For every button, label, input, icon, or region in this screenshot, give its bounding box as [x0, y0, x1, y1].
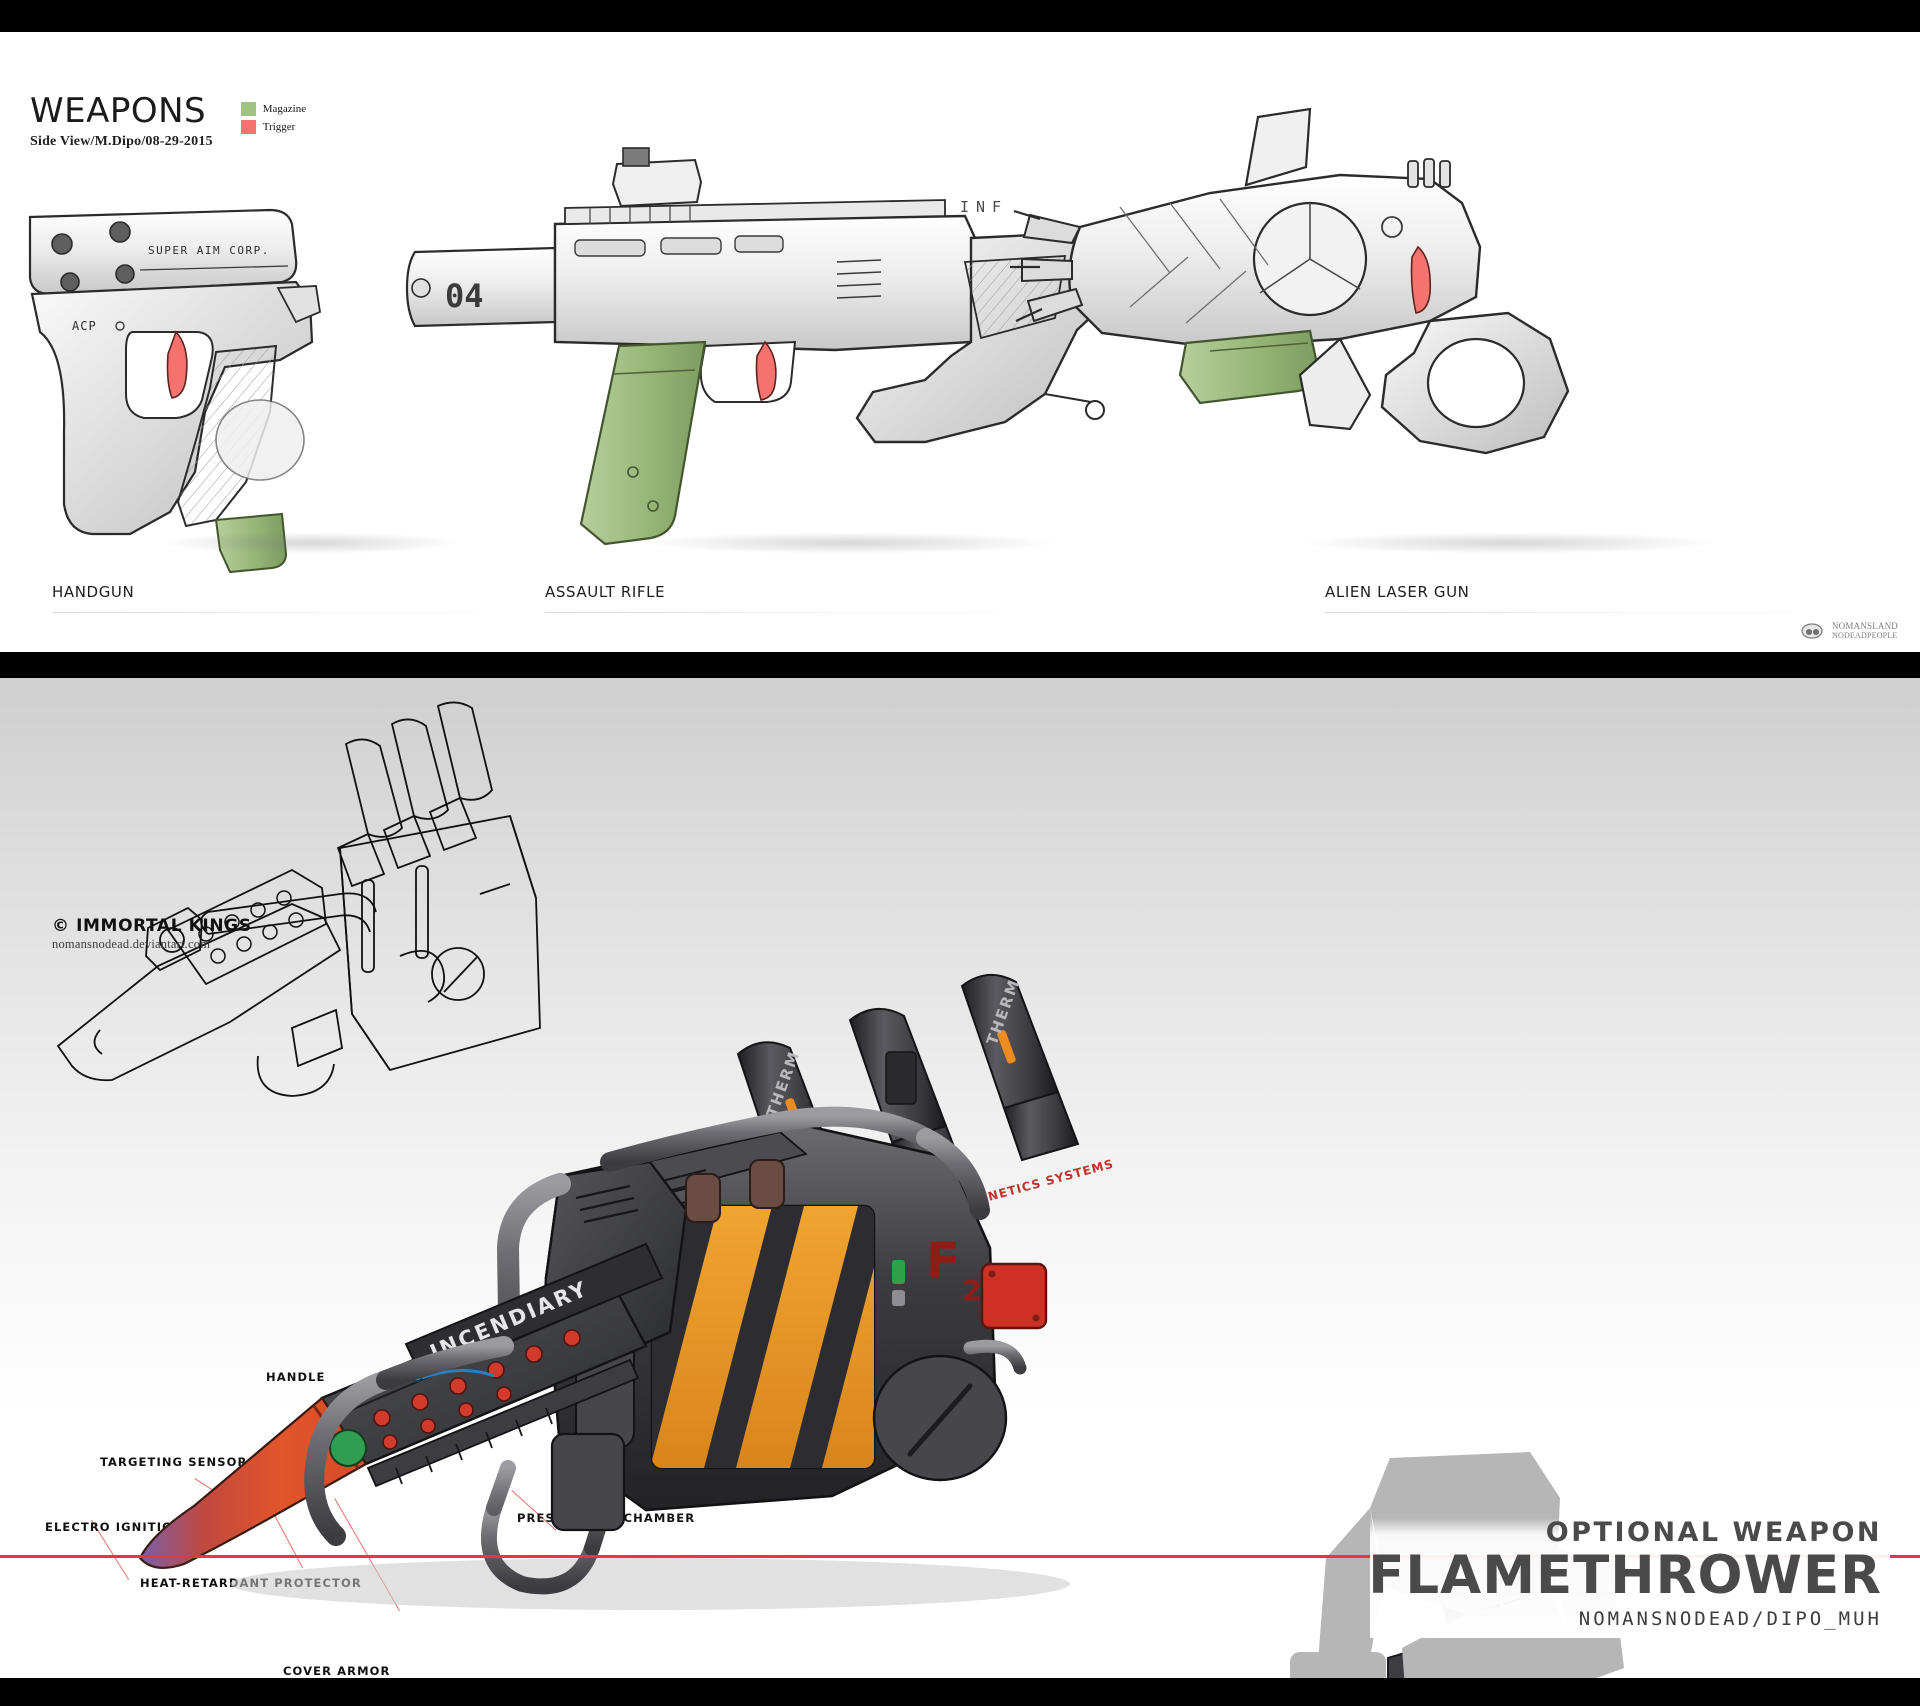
handgun-illustration: SUPER AIM CORP. ACP — [28, 208, 321, 574]
alien-laser-gun-illustration — [1010, 107, 1570, 455]
alien-gun-shadow — [1300, 532, 1720, 554]
legend: Magazine Trigger — [240, 102, 307, 138]
handgun-trigger — [166, 330, 188, 399]
flamethrower-wireframe — [56, 701, 541, 1097]
callout-cover-armor: COVER ARMOR — [283, 1664, 391, 1678]
rule-handgun — [52, 612, 522, 613]
weapons-sheet-panel: WEAPONS Side View/M.Dipo/08-29-2015 Maga… — [0, 32, 1920, 652]
hazard-stripes — [652, 1206, 874, 1468]
sheet-header: WEAPONS Side View/M.Dipo/08-29-2015 Maga… — [30, 94, 306, 150]
rifle-magazine — [579, 340, 707, 546]
legend-label-trigger: Trigger — [262, 121, 296, 133]
legend-swatch-magazine — [240, 102, 256, 116]
alien-gun-magazine — [1178, 329, 1320, 405]
brand-mark: F — [926, 1232, 960, 1290]
maker-mark: KYNETICS SYSTEMS — [967, 1157, 1115, 1209]
flamethrower-render: THERM THERM F 2 KYNETICS SYSTEMS — [138, 974, 1115, 1610]
front-handle — [304, 1370, 396, 1546]
toggle-lever-1 — [685, 1173, 721, 1223]
legend-label-magazine: Magazine — [262, 103, 307, 115]
legend-item-trigger: Trigger — [240, 120, 306, 134]
legend-item-magazine: Magazine — [240, 102, 307, 116]
copyright-line: © IMMORTAL KINGS — [52, 916, 252, 936]
title-credit: NOMANSNODEAD/DIPO_MUH — [1578, 1608, 1882, 1630]
rifle-shadow — [640, 532, 1060, 554]
accent-rule — [0, 1555, 1920, 1558]
rifle-marking-04: 04 — [445, 277, 484, 315]
handgun-marking-acp: ACP — [72, 319, 97, 333]
legend-swatch-trigger — [240, 120, 256, 134]
handgun-shadow — [160, 532, 460, 554]
title-block-backdrop — [1370, 1518, 1890, 1638]
label-assault-rifle: ASSAULT RIFLE — [545, 583, 666, 601]
handgun-marking: SUPER AIM CORP. — [148, 244, 270, 257]
flamethrower-panel: COMPRESSED FLAMMABLE LIQUID FUEL TANK HA… — [0, 678, 1920, 1678]
rifle-marking-inf: INF — [960, 198, 1008, 216]
sheet-title-group: WEAPONS Side View/M.Dipo/08-29-2015 — [30, 94, 213, 150]
rifle-trigger — [755, 340, 777, 401]
handgun-magazine — [214, 512, 288, 574]
title-kicker: OPTIONAL WEAPON — [1545, 1517, 1882, 1549]
copyright-block: © IMMORTAL KINGS nomansnodead.deviantart… — [52, 916, 252, 952]
label-handgun: HANDGUN — [52, 583, 135, 601]
skull-icon — [1801, 623, 1823, 639]
title-block: OPTIONAL WEAPON FLAMETHROWER NOMANSNODEA… — [1368, 1519, 1882, 1630]
label-alien-laser-gun: ALIEN LASER GUN — [1325, 583, 1470, 601]
copyright-url: nomansnodead.deviantart.com — [52, 937, 211, 951]
page-title: WEAPONS — [30, 91, 207, 131]
assault-rifle-illustration: 04 INF — [405, 147, 1109, 546]
brand-mark-sub: 2 — [962, 1274, 981, 1307]
watermark-line1: NOMANSLAND — [1831, 621, 1898, 631]
callout-handle: HANDLE — [266, 1370, 326, 1384]
lower-grip-loop — [480, 1500, 600, 1595]
sensor-pod — [329, 1429, 367, 1467]
callout-targeting-sensor: TARGETING SENSOR — [100, 1455, 248, 1469]
title-main: FLAMETHROWER — [1368, 1545, 1882, 1607]
watermark: NOMANSLAND NODEADPEOPLE — [1801, 622, 1898, 640]
watermark-text: NOMANSLAND NODEADPEOPLE — [1831, 621, 1898, 641]
red-switch — [980, 1262, 1048, 1330]
page-subtitle: Side View/M.Dipo/08-29-2015 — [30, 134, 213, 149]
watermark-line2: NODEADPEOPLE — [1831, 631, 1898, 640]
toggle-lever-2 — [749, 1159, 785, 1209]
alien-gun-trigger — [1410, 245, 1432, 314]
rule-alien-laser-gun — [1325, 612, 1845, 613]
rule-assault-rifle — [545, 612, 1045, 613]
